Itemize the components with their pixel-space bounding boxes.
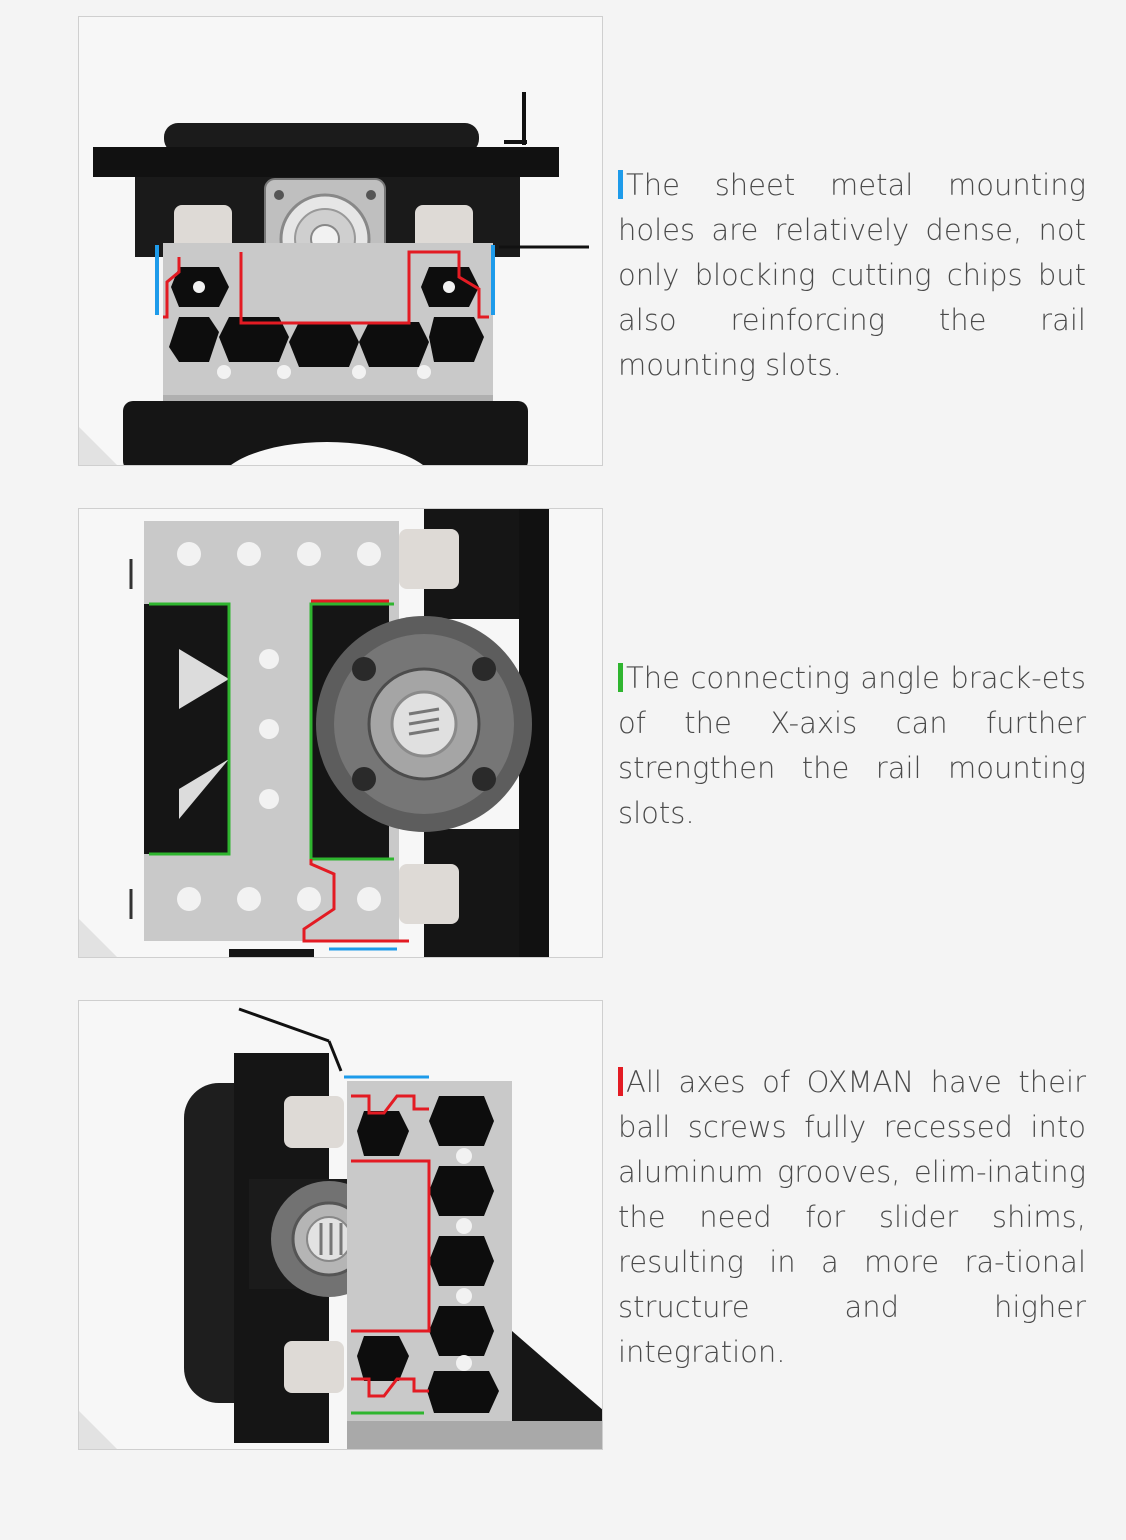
feature-section-sheet-metal: The sheet metal mounting holes are relat…: [0, 16, 1126, 466]
caption-text: The connecting angle brack-ets of the X-…: [618, 661, 1086, 830]
sheet-metal-caption: The sheet metal mounting holes are relat…: [618, 163, 1086, 388]
green-marker: [618, 663, 623, 692]
angle-bracket-caption: The connecting angle brack-ets of the X-…: [618, 656, 1086, 836]
ball-screw-caption: All axes of OXMAN have their ball screws…: [618, 1060, 1086, 1375]
sheet-metal-cross-section-image: [78, 16, 603, 466]
red-marker: [618, 1067, 623, 1096]
caption-text: The sheet metal mounting holes are relat…: [618, 168, 1086, 382]
feature-section-ball-screws: All axes of OXMAN have their ball screws…: [0, 1000, 1126, 1450]
angle-bracket-cross-section-image: [78, 508, 603, 958]
feature-section-angle-brackets: The connecting angle brack-ets of the X-…: [0, 508, 1126, 958]
caption-text: All axes of OXMAN have their ball screws…: [618, 1065, 1086, 1369]
ball-screw-cross-section-image: [78, 1000, 603, 1450]
blue-marker: [618, 170, 623, 199]
